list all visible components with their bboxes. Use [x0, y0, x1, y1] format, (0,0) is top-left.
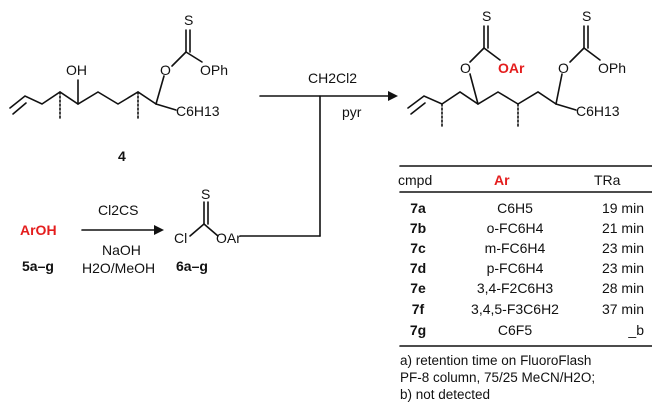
compound4-vinyl-double [12, 102, 27, 115]
compound6-label: 6a–g [176, 258, 208, 274]
footnote-a-line1: a) retention time on FluoroFlash [400, 353, 592, 368]
product-o2: O [558, 60, 569, 76]
table-row: 7c m-FC6H4 23 min [398, 240, 652, 258]
cell-ar: 3,4-F2C6H3 [476, 280, 554, 296]
compound4-label: 4 [118, 148, 126, 164]
header-cmpd: cmpd [398, 172, 433, 188]
compound4-c6h13: C6H13 [176, 103, 220, 119]
cell-cmpd: 7b [409, 220, 427, 236]
cell-ar: p-FC6H4 [486, 260, 544, 276]
product-s1: S [482, 8, 492, 24]
compound4-c-oph [185, 51, 203, 63]
cell-tr: 28 min [601, 280, 644, 296]
cell-ar: C6F5 [497, 322, 533, 338]
compound6-s: S [201, 186, 211, 202]
header-ar: Ar [494, 172, 510, 188]
reagent-pyr: pyr [342, 104, 362, 120]
table-row: 7a C6H5 19 min [398, 200, 652, 218]
cell-ar: m-FC6H4 [484, 240, 546, 256]
product-c1-oar [483, 47, 501, 61]
cell-cmpd: 7c [410, 240, 426, 256]
compound4-o: O [160, 62, 171, 78]
compound4-oph: OPh [200, 62, 229, 78]
product-c2-oph [583, 47, 601, 61]
compound6-cl: Cl [174, 230, 188, 246]
product-vinyl-double [410, 102, 426, 115]
compound4-c6h13-bond [155, 103, 177, 111]
cell-cmpd: 7f [411, 301, 425, 317]
footnote-a-line2: PF-8 column, 75/25 MeCN/H2O; [400, 370, 596, 385]
product-chain [407, 91, 557, 109]
compound6-c-oar [203, 223, 219, 237]
aroh-formula: ArOH [20, 222, 57, 238]
compound4-o-bond [155, 75, 165, 105]
table-row: 7e 3,4-F2C6H3 28 min [398, 280, 652, 298]
compound6-cl-c [189, 223, 205, 237]
reagent-cl2cs: Cl2CS [98, 202, 139, 218]
cell-ar: 3,4,5-F3C6H2 [471, 301, 559, 317]
footnote-b: b) not detected [400, 387, 491, 402]
product-c6h13: C6H13 [576, 103, 620, 119]
cell-tr: 23 min [601, 260, 644, 276]
product-oar: OAr [498, 60, 525, 76]
product-oph: OPh [598, 60, 627, 76]
product-c2-o2 [569, 47, 585, 63]
product-c1-o1 [469, 47, 485, 63]
cell-cmpd: 7g [409, 322, 427, 338]
cell-tr: 19 min [601, 200, 644, 216]
cell-cmpd: 7d [409, 260, 427, 276]
product-c6h13-bond [555, 103, 577, 111]
product-o1-bond [469, 73, 479, 105]
table-row: 7f 3,4,5-F3C6H2 37 min [398, 301, 652, 319]
table-header: cmpd Ar TRa [398, 172, 652, 190]
reagent-h2o-meoh: H2O/MeOH [82, 260, 156, 276]
cell-cmpd: 7a [410, 200, 426, 216]
compound4-oh: OH [66, 62, 87, 78]
table-row: 7g C6F5 _b [398, 322, 652, 340]
cell-tr: _b [628, 322, 644, 338]
arrow-top-head [388, 91, 398, 101]
cell-tr: 21 min [601, 220, 644, 236]
cell-cmpd: 7e [410, 280, 426, 296]
arrow-left-head [154, 225, 164, 235]
cell-ar: o-FC6H4 [486, 220, 544, 236]
compound6-oar: OAr [216, 230, 241, 246]
product-s2: S [582, 8, 592, 24]
table-row: 7d p-FC6H4 23 min [398, 260, 652, 278]
cell-tr: 23 min [601, 240, 644, 256]
compound4-s: S [184, 12, 194, 28]
compound4-chain [9, 91, 157, 109]
product-o2-bond [555, 73, 563, 105]
cell-ar: C6H5 [497, 200, 533, 216]
cell-tr: 37 min [601, 301, 644, 317]
header-tr: TRa [594, 172, 621, 188]
table-row: 7b o-FC6H4 21 min [398, 220, 652, 238]
compound4-co [171, 51, 187, 67]
reagent-naoh: NaOH [102, 242, 141, 258]
aroh-label: 5a–g [22, 258, 54, 274]
reagent-ch2cl2: CH2Cl2 [308, 70, 358, 86]
product-o1: O [460, 60, 471, 76]
